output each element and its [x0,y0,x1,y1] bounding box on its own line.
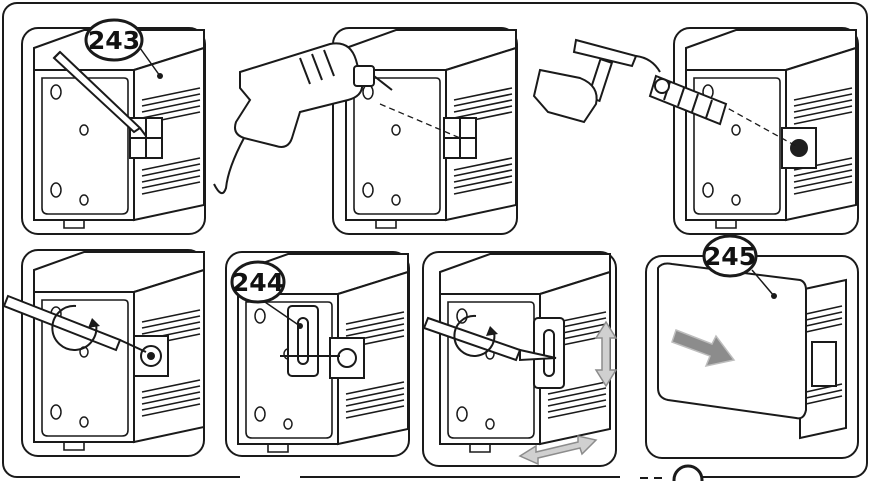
step-panel-adjust-position [423,252,616,466]
step-panel-mark-holes: 243 [22,20,205,234]
callout-244-label: 244 [232,268,284,297]
step-panel-drill-holes [214,28,517,234]
callout-245-label: 245 [704,242,756,271]
step-panel-fix-screws [4,250,204,456]
hammer-icon [534,40,660,122]
step-panel-hang-bracket: 244 [226,252,409,456]
step-panel-fit-cover: 245 [646,236,858,458]
bottom-ring [674,466,702,481]
callout-243-label: 243 [88,26,140,55]
step-panel-insert-anchors [534,28,858,234]
